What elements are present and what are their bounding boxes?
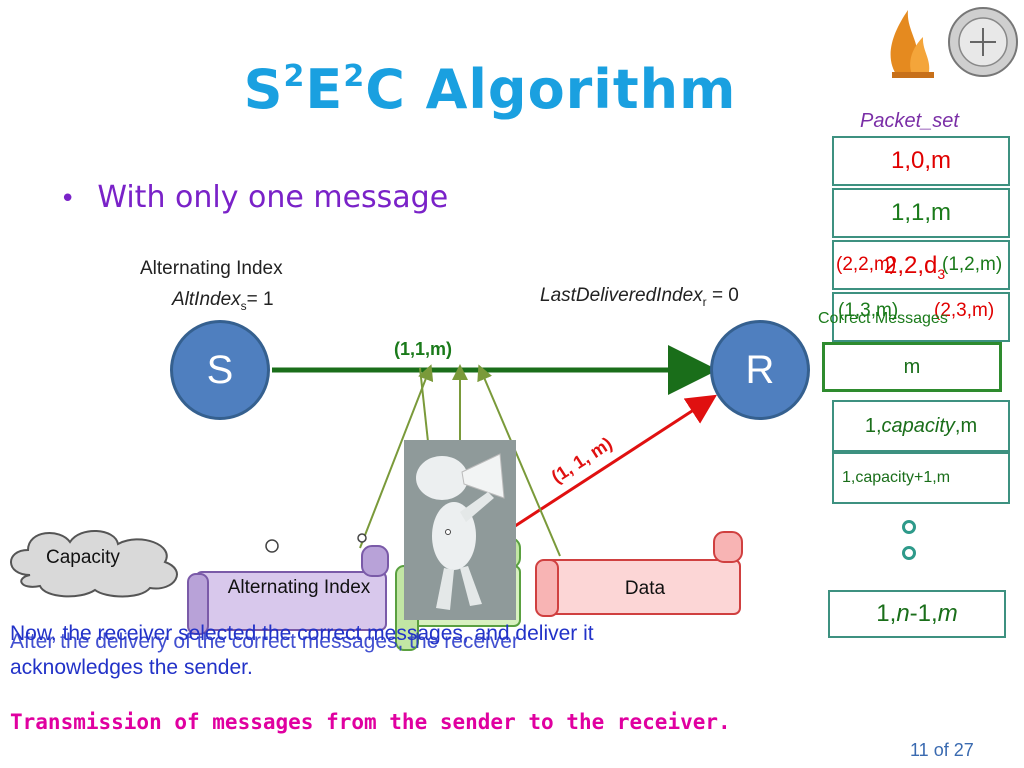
sender-node: S [170,320,270,420]
slide-title: S2E2C Algorithm [243,58,737,121]
arrow-packet-label: (1,1,m) [394,339,453,359]
ellipsis-ring-1 [902,520,916,534]
correct-messages-label: Correct Messages [818,310,948,327]
university-logos [890,7,1018,78]
packet-row-4: (1,3,m) (2,3,m) [832,292,1010,342]
footer-line-1-overlay: After the delivery of the correct messag… [10,630,519,653]
receiver-ack-arrow [511,394,718,530]
footer-line-1: Now, the receiver selected the correct m… [10,622,594,645]
alt-index-label: Alternating Index [140,258,283,279]
alternating-index-scroll-label: Alternating Index [227,577,371,598]
packet-row-3: (2,2,m) 2,2,d3 (1,2,m) [832,240,1010,290]
receiver-node: R [710,320,810,420]
megaphone-figure-icon [404,440,516,620]
packet-set-title: Packet_set [860,110,959,132]
capacity-cloud-icon [10,529,178,598]
ellipsis-ring-2 [902,546,916,560]
footer-line-2: acknowledges the sender. [10,656,253,679]
bullet-point: •With only one message [60,180,449,215]
last-delivered-expression: LastDeliveredIndexr = 0 [540,285,739,309]
packet-capacity-row: 1,capacity,m [832,400,1010,452]
overlap-big: 2,2,d3 [884,252,946,282]
packet-last-row: 1,n-1,m [828,590,1006,638]
correct-message-box: m [822,342,1002,392]
packet-row-1: 1,0,m [832,136,1010,186]
page-number: 11 of 27 [910,740,974,760]
data-scroll-icon [535,531,743,617]
alt-index-expression: AltIndexs= 1 [172,289,274,313]
footer-transmission-caption: Transmission of messages from the sender… [10,710,731,734]
packet-capacity-plus-row: 1,capacity+1,m [832,452,1010,504]
seal-logo-icon [948,7,1018,77]
packet-row-2: 1,1,m [832,188,1010,238]
capacity-label: Capacity [46,547,120,568]
data-scroll-label: Data [624,578,666,599]
alternating-index-scroll-icon [187,545,389,635]
flame-logo-icon [890,10,934,78]
